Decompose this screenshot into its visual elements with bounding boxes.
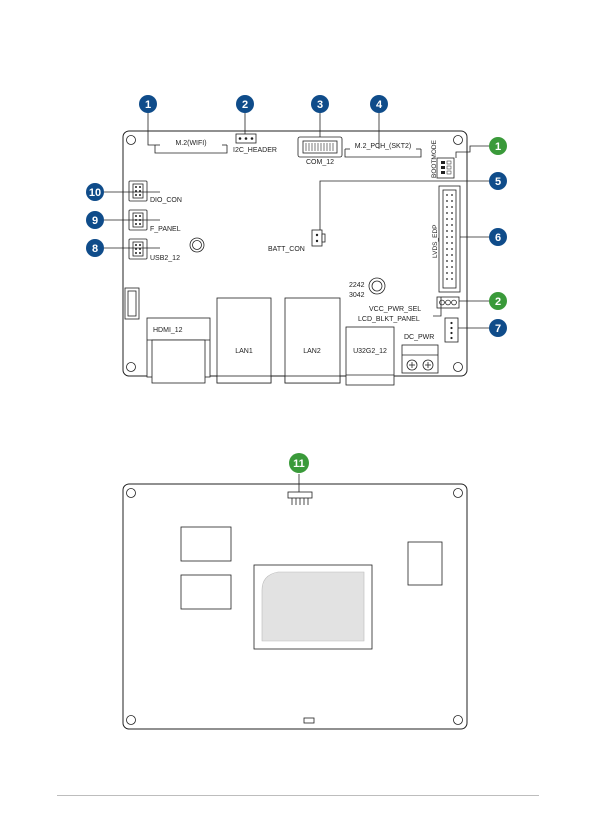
f-panel-label: F_PANEL [150, 226, 181, 233]
callout-1-right: 1 [489, 137, 507, 155]
mounting-hole [127, 363, 136, 372]
callout-11: 11 [289, 453, 309, 473]
callout-3-number: 3 [317, 99, 323, 111]
footer-divider [57, 795, 539, 796]
dc-power-terminal: DC_PWR [402, 334, 438, 373]
cpu-heatspreader [254, 565, 372, 649]
lcd-blkt-panel-label: LCD_BLKT_PANEL [358, 316, 420, 323]
callout-2-top-number: 2 [242, 99, 248, 111]
callout-2-right-number: 2 [495, 296, 501, 308]
m2-pch-label: M.2_PCH_(SKT2) [355, 143, 411, 150]
callout-5: 5 [489, 172, 507, 190]
memory-chip [181, 575, 231, 609]
i2c-header-label: I2C_HEADER [233, 147, 277, 154]
hdmi-12-label: HDMI_12 [153, 327, 183, 334]
callout-2-right: 2 [489, 292, 507, 310]
u32g2-12-port: U32G2_12 [346, 327, 394, 385]
callout-1-right-number: 1 [495, 141, 501, 153]
m2-wifi-label: M.2(WIFI) [175, 140, 206, 147]
mounting-hole [127, 716, 136, 725]
callout-7: 7 [489, 319, 507, 337]
bootmode-label: BOOTMODE [431, 139, 438, 178]
callout-1-top: 1 [139, 95, 157, 113]
lan2-port: LAN2 [285, 298, 340, 383]
standoff [190, 238, 204, 252]
small-pad [304, 718, 314, 723]
bottom-board: 11 [123, 453, 467, 729]
mounting-hole [127, 489, 136, 498]
lan1-port: LAN1 [217, 298, 271, 383]
mounting-hole [454, 489, 463, 498]
callout-6-number: 6 [495, 232, 501, 244]
dc-pwr-label: DC_PWR [404, 334, 434, 341]
mounting-hole [454, 363, 463, 372]
callout-8-number: 8 [92, 243, 98, 255]
hdmi-12-port: HDMI_12 [147, 318, 210, 383]
com-12-label: COM_12 [306, 159, 334, 166]
top-board: M.2(WIFI) I2C_HEADER COM_12 [86, 95, 507, 385]
mounting-hole [454, 136, 463, 145]
lan2-label: LAN2 [303, 348, 321, 355]
callout-10-number: 10 [89, 187, 101, 199]
callout-6: 6 [489, 228, 507, 246]
vcc-pwr-sel-label: VCC_PWR_SEL [369, 306, 421, 313]
callout-7-number: 7 [495, 323, 501, 335]
callout-3: 3 [311, 95, 329, 113]
usb2-12-label: USB2_12 [150, 255, 180, 262]
mounting-hole [127, 136, 136, 145]
lvds-edp-label: LVDS_EDP [432, 225, 439, 258]
callout-4-number: 4 [376, 99, 383, 111]
lan1-label: LAN1 [235, 348, 253, 355]
batt-con-label: BATT_CON [268, 246, 305, 253]
callout-1-top-number: 1 [145, 99, 151, 111]
callout-11-number: 11 [293, 458, 305, 470]
mounting-hole [454, 716, 463, 725]
memory-chip [408, 542, 442, 585]
side-port [125, 288, 139, 319]
size-2242-label: 2242 [349, 282, 365, 289]
dio-con-label: DIO_CON [150, 197, 182, 204]
callout-2-top: 2 [236, 95, 254, 113]
callout-4: 4 [370, 95, 388, 113]
callout-9-number: 9 [92, 215, 98, 227]
u32g2-12-label: U32G2_12 [353, 348, 387, 355]
size-3042-label: 3042 [349, 292, 365, 299]
memory-chip [181, 527, 231, 561]
callout-5-number: 5 [495, 176, 501, 188]
